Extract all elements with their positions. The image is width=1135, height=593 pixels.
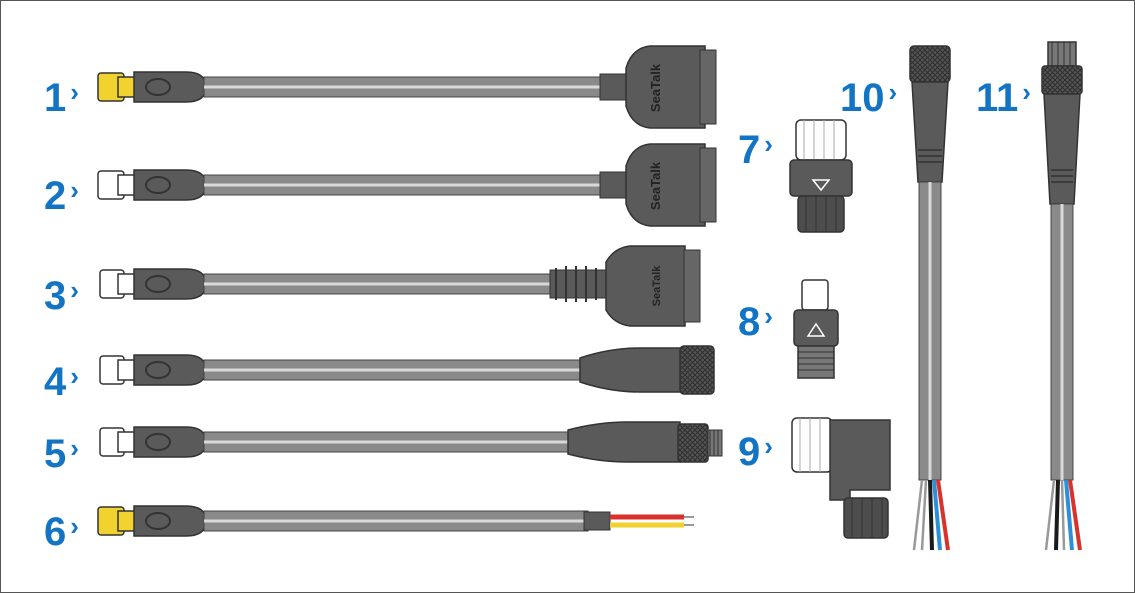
up-arrow-icon: [806, 322, 826, 337]
black-wire: [928, 479, 934, 551]
blue-wire: [932, 479, 942, 551]
cable-4: [99, 345, 715, 395]
cable-10: [909, 45, 951, 551]
cable-3: SeaTalk: [99, 245, 701, 327]
seatalk-logo: SeaTalk: [648, 63, 663, 112]
cable-6: [97, 505, 694, 537]
label-item-4: 4›: [44, 360, 79, 404]
knurled-nut-icon: [677, 423, 709, 463]
adapter-7: [789, 119, 853, 233]
label-item-9: 9›: [738, 430, 773, 474]
label-item-2: 2›: [44, 174, 79, 218]
seatalk-logo: SeaTalk: [648, 161, 663, 210]
black-wire: [1054, 479, 1060, 551]
cable-1: SeaTalk: [97, 45, 717, 129]
knurled-nut-icon: [909, 45, 951, 83]
cable-2: SeaTalk: [97, 143, 717, 227]
label-item-8: 8›: [738, 300, 773, 344]
label-item-7: 7›: [738, 128, 773, 172]
down-arrow-icon: [811, 179, 831, 192]
red-wire: [936, 479, 950, 551]
knurled-nut-icon: [679, 345, 715, 395]
blue-wire: [1064, 479, 1074, 551]
cable-11: [1041, 41, 1083, 551]
label-item-6: 6›: [44, 510, 79, 554]
red-wire: [1068, 479, 1082, 551]
label-item-3: 3›: [44, 274, 79, 318]
label-item-1: 1›: [44, 76, 79, 120]
knurled-nut-icon: [1041, 65, 1083, 95]
seatalk-ng-logo: SeaTalk: [651, 265, 663, 307]
adapter-9: [791, 417, 891, 539]
adapter-8: [793, 279, 839, 379]
label-item-10: 10›: [840, 76, 898, 120]
label-item-11: 11›: [976, 76, 1031, 120]
label-item-5: 5›: [44, 432, 79, 476]
cable-5: [99, 421, 723, 463]
